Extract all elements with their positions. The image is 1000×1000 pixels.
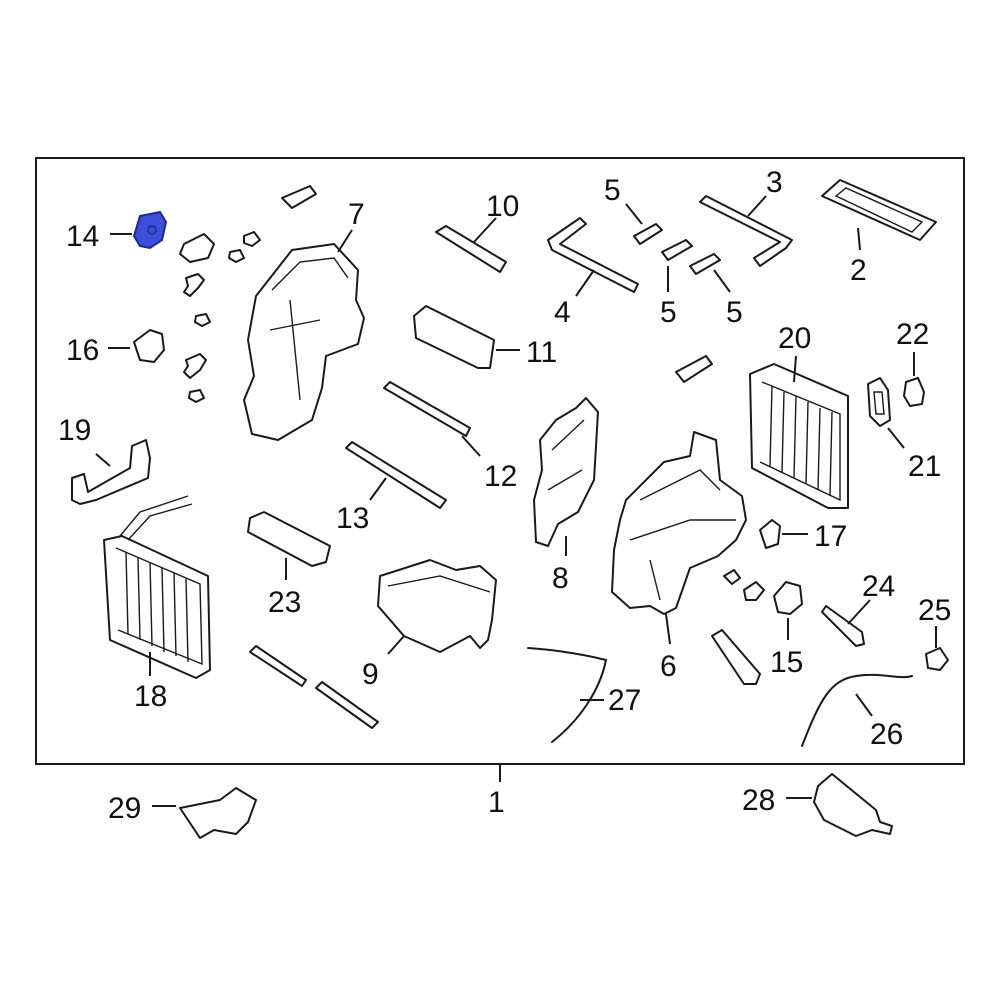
part-23 bbox=[247, 511, 331, 567]
leader-3 bbox=[747, 195, 767, 217]
leader-7 bbox=[337, 229, 353, 253]
part-clip-c bbox=[194, 313, 211, 327]
part-15 bbox=[773, 581, 803, 615]
part-3 bbox=[699, 195, 793, 267]
callout-5b: 5 bbox=[660, 296, 677, 329]
leader-26 bbox=[855, 693, 873, 717]
part-24 bbox=[821, 605, 865, 647]
callout-4: 4 bbox=[554, 296, 571, 329]
callout-24: 24 bbox=[862, 570, 895, 603]
part-26 bbox=[801, 673, 913, 747]
part-14-highlighted[interactable] bbox=[132, 210, 168, 250]
leader-21 bbox=[887, 427, 905, 449]
leader-24 bbox=[847, 599, 871, 625]
callout-12: 12 bbox=[484, 460, 517, 493]
part-clip-b bbox=[228, 249, 245, 263]
callout-11: 11 bbox=[526, 336, 557, 369]
part-13 bbox=[345, 441, 447, 509]
part-2 bbox=[821, 179, 937, 241]
part-29 bbox=[179, 787, 257, 839]
callout-10: 10 bbox=[486, 190, 519, 223]
part-11 bbox=[413, 305, 495, 369]
callout-20: 20 bbox=[778, 322, 811, 355]
part-clip-e bbox=[723, 569, 741, 585]
callout-26: 26 bbox=[870, 718, 903, 751]
callout-27: 27 bbox=[608, 684, 641, 717]
leader-19 bbox=[95, 453, 111, 467]
part-25 bbox=[925, 647, 949, 671]
callout-5c: 5 bbox=[726, 296, 743, 329]
callout-15: 15 bbox=[770, 646, 803, 679]
leader-5c bbox=[713, 269, 731, 293]
callout-2: 2 bbox=[850, 254, 867, 287]
part-bracket-top bbox=[281, 185, 317, 209]
leader-6 bbox=[665, 613, 671, 645]
part-17 bbox=[759, 519, 781, 549]
part-link-b bbox=[183, 353, 207, 379]
callout-19: 19 bbox=[58, 414, 91, 447]
part-27 bbox=[527, 647, 607, 743]
part-5-c bbox=[689, 253, 721, 275]
part-clip-f bbox=[743, 581, 765, 601]
part-link-a bbox=[183, 273, 205, 297]
callout-8: 8 bbox=[552, 562, 569, 595]
part-5-a bbox=[633, 223, 663, 245]
callout-1: 1 bbox=[488, 786, 505, 819]
part-strip-a bbox=[249, 645, 307, 687]
part-9 bbox=[377, 559, 497, 653]
part-12 bbox=[383, 381, 471, 437]
callout-25: 25 bbox=[918, 594, 951, 627]
part-14-hole bbox=[147, 225, 157, 235]
part-7 bbox=[243, 243, 365, 441]
leader-10 bbox=[473, 217, 497, 243]
callout-3: 3 bbox=[766, 166, 783, 199]
part-18 bbox=[103, 495, 211, 679]
leader-12 bbox=[461, 435, 481, 457]
part-20 bbox=[749, 363, 849, 509]
part-21 bbox=[867, 377, 891, 427]
part-actuator-small bbox=[179, 233, 215, 263]
part-6 bbox=[611, 431, 747, 615]
callout-13: 13 bbox=[336, 502, 369, 535]
part-hose-short bbox=[711, 629, 761, 685]
part-8 bbox=[533, 397, 599, 547]
callout-7: 7 bbox=[348, 198, 365, 231]
part-4 bbox=[547, 217, 639, 293]
leader-2 bbox=[857, 227, 861, 251]
leader-13 bbox=[369, 477, 387, 501]
part-16 bbox=[133, 329, 165, 363]
part-strip-b bbox=[315, 681, 379, 729]
part-14-shape bbox=[132, 210, 168, 250]
part-10 bbox=[435, 225, 507, 273]
part-28 bbox=[813, 773, 893, 837]
leader-5a bbox=[625, 203, 643, 225]
part-bracket-mid bbox=[675, 355, 713, 383]
callout-14: 14 bbox=[66, 220, 99, 253]
callout-16: 16 bbox=[66, 334, 99, 367]
part-clip-a bbox=[243, 231, 261, 247]
leader-9 bbox=[387, 635, 405, 655]
callout-5a: 5 bbox=[604, 174, 621, 207]
callout-22: 22 bbox=[896, 318, 929, 351]
callout-21: 21 bbox=[908, 450, 941, 483]
part-clip-d bbox=[188, 389, 205, 403]
leader-4 bbox=[575, 269, 595, 297]
part-22 bbox=[903, 377, 925, 407]
callout-6: 6 bbox=[660, 650, 677, 683]
part-19 bbox=[71, 439, 151, 505]
part-5-b bbox=[661, 239, 693, 261]
callout-18: 18 bbox=[134, 680, 167, 713]
callout-17: 17 bbox=[814, 520, 847, 553]
callout-28: 28 bbox=[742, 784, 775, 817]
callout-23: 23 bbox=[268, 586, 301, 619]
leader-20 bbox=[793, 355, 797, 383]
callout-29: 29 bbox=[108, 792, 141, 825]
callout-9: 9 bbox=[362, 658, 379, 691]
